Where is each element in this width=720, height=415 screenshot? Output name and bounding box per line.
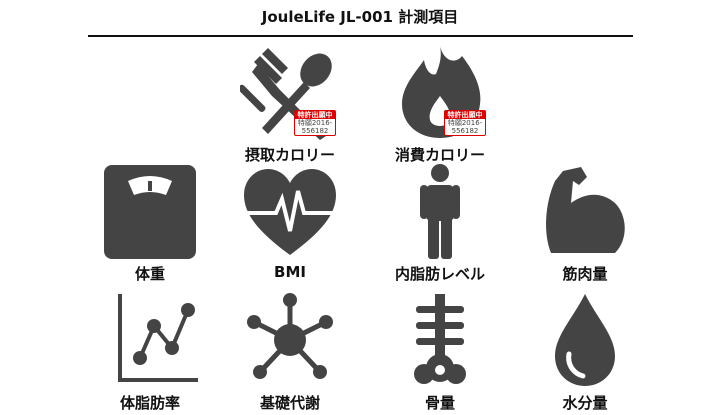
person-icon (420, 164, 460, 259)
item-burned-calories: 特許出願中 特願2016-556182 消費カロリー (370, 42, 510, 165)
item-intake-calories: 特許出願中 特願2016-556182 摂取カロリー (220, 42, 360, 165)
muscle-arm-icon (546, 167, 625, 253)
divider (88, 35, 633, 37)
line-chart-icon (118, 294, 198, 382)
item-bone-mass: 骨量 (370, 292, 510, 413)
item-bmi: BMI (220, 163, 360, 281)
molecule-icon (247, 293, 333, 379)
patent-badge: 特許出願中 特願2016-556182 (294, 110, 336, 136)
item-visceral-fat: 内脂肪レベル (370, 163, 510, 284)
patent-badge: 特許出願中 特願2016-556182 (444, 110, 486, 136)
bone-icon (414, 294, 466, 384)
water-drop-icon (555, 294, 615, 386)
item-muscle-mass: 筋肉量 (515, 163, 655, 284)
page-title: JouleLife JL-001 計測項目 (261, 8, 459, 26)
item-basal-metabolism: 基礎代謝 (220, 292, 360, 413)
item-body-fat: 体脂肪率 (80, 292, 220, 413)
heart-pulse-icon (244, 169, 336, 255)
item-weight: 体重 (80, 163, 220, 284)
scale-icon (104, 165, 196, 259)
item-water-content: 水分量 (515, 292, 655, 413)
